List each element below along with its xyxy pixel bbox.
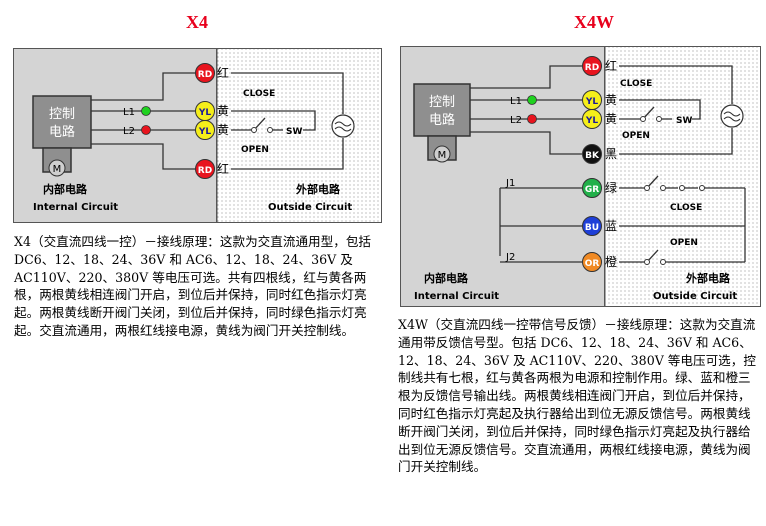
- x4w-wire-label-gr: 绿: [605, 180, 617, 195]
- x4-control-box: [32, 95, 92, 149]
- x4-led-green-icon: [141, 106, 151, 116]
- x4w-l2-label: L2: [510, 115, 522, 126]
- x4-title: X4: [186, 12, 208, 32]
- x4w-wiring-diagram: 控制 电路 M L1 L2 J1 J2 RD 红 YL 黄 YL 黄 BK 黑 …: [400, 46, 761, 307]
- svg-text:BK: BK: [585, 151, 600, 161]
- x4-wire-label-yl-1: 黄: [217, 104, 229, 118]
- x4w-led-red-icon: [527, 114, 537, 124]
- x4w-l1-label: L1: [510, 96, 522, 107]
- x4w-outside-en: Outside Circuit: [653, 291, 737, 302]
- x4w-terminal-gr: GR: [582, 178, 602, 198]
- x4-wire-label-yl-2: 黄: [217, 123, 229, 137]
- x4w-j1-label: J1: [505, 178, 515, 189]
- x4-control-label-1: 控制: [49, 107, 75, 122]
- x4-wire-label-rd-2: 红: [217, 161, 229, 176]
- svg-text:OR: OR: [585, 259, 600, 269]
- svg-text:RD: RD: [198, 166, 212, 176]
- x4-power-source-icon: [331, 114, 355, 138]
- x4w-wire-label-yl-2: 黄: [605, 112, 617, 126]
- x4w-motor-symbol: M: [438, 150, 447, 161]
- x4-wiring-diagram: 控制 电路 M L1 L2 RD 红 YL 黄 YL 黄 RD 红 CLOSE …: [13, 48, 382, 223]
- x4w-j2-label: J2: [505, 252, 515, 263]
- x4w-terminal-bu: BU: [582, 216, 602, 236]
- x4-outside-en: Outside Circuit: [268, 202, 352, 213]
- x4w-close-label-2: CLOSE: [670, 203, 702, 213]
- svg-text:BU: BU: [585, 223, 599, 233]
- x4-motor-symbol: M: [53, 164, 62, 175]
- x4-terminal-rd-1: RD: [195, 63, 215, 83]
- svg-text:RD: RD: [198, 70, 212, 80]
- x4-led-red-icon: [141, 125, 151, 135]
- x4-outside-cn: 外部电路: [295, 182, 341, 196]
- x4w-control-box: [413, 83, 471, 137]
- x4w-sw-label: SW: [676, 116, 692, 126]
- x4-internal-en: Internal Circuit: [33, 202, 118, 213]
- x4w-wire-label-rd: 红: [605, 58, 617, 73]
- x4w-motor-icon: [433, 145, 451, 163]
- x4-terminal-rd-2: RD: [195, 159, 215, 179]
- x4-terminal-yl-1: YL: [195, 101, 215, 121]
- x4w-title: X4W: [574, 12, 614, 32]
- x4w-open-label-2: OPEN: [670, 238, 698, 248]
- x4-motor-icon: [48, 159, 66, 177]
- svg-text:YL: YL: [198, 108, 212, 118]
- x4w-terminal-yl-2: YL: [582, 109, 602, 129]
- x4w-wire-label-bk: 黑: [605, 147, 617, 161]
- x4-control-label-2: 电路: [49, 124, 75, 140]
- svg-text:YL: YL: [198, 127, 212, 137]
- x4w-terminal-rd: RD: [582, 56, 602, 76]
- x4-wire-label-rd-1: 红: [217, 65, 229, 80]
- x4w-terminal-bk: BK: [582, 144, 602, 164]
- x4w-wire-label-or: 橙: [605, 254, 617, 269]
- x4-open-label: OPEN: [241, 145, 269, 155]
- x4w-terminal-yl-1: YL: [582, 90, 602, 110]
- svg-text:GR: GR: [585, 185, 599, 195]
- svg-text:YL: YL: [585, 116, 599, 126]
- x4-description: X4（交直流四线一控）－接线原理：这款为交直流通用型，包括 DC6、12、18、…: [14, 234, 372, 338]
- svg-text:YL: YL: [585, 97, 599, 107]
- x4w-description: X4W（交直流四线一控带信号反馈）－接线原理：这款为交直流通用带反馈信号型。包括…: [398, 317, 756, 475]
- x4-close-label: CLOSE: [243, 89, 275, 99]
- svg-text:RD: RD: [585, 63, 599, 73]
- x4w-control-label-1: 控制: [429, 95, 455, 110]
- x4w-control-label-2: 电路: [429, 112, 455, 128]
- x4w-led-green-icon: [527, 95, 537, 105]
- x4w-internal-en: Internal Circuit: [414, 291, 499, 302]
- x4w-open-label: OPEN: [622, 131, 650, 141]
- x4-l1-label: L1: [123, 107, 135, 118]
- x4w-internal-cn: 内部电路: [424, 271, 469, 285]
- x4-sw-label: SW: [286, 127, 302, 137]
- x4-terminal-yl-2: YL: [195, 120, 215, 140]
- x4w-terminal-or: OR: [582, 252, 602, 272]
- x4-l2-label: L2: [123, 126, 135, 137]
- x4w-power-source-icon: [720, 104, 744, 128]
- x4-internal-cn: 内部电路: [43, 182, 88, 196]
- x4w-wire-label-yl-1: 黄: [605, 93, 617, 107]
- x4w-close-label: CLOSE: [620, 79, 652, 89]
- x4w-wire-label-bu: 蓝: [605, 219, 617, 233]
- x4w-outside-cn: 外部电路: [685, 271, 731, 285]
